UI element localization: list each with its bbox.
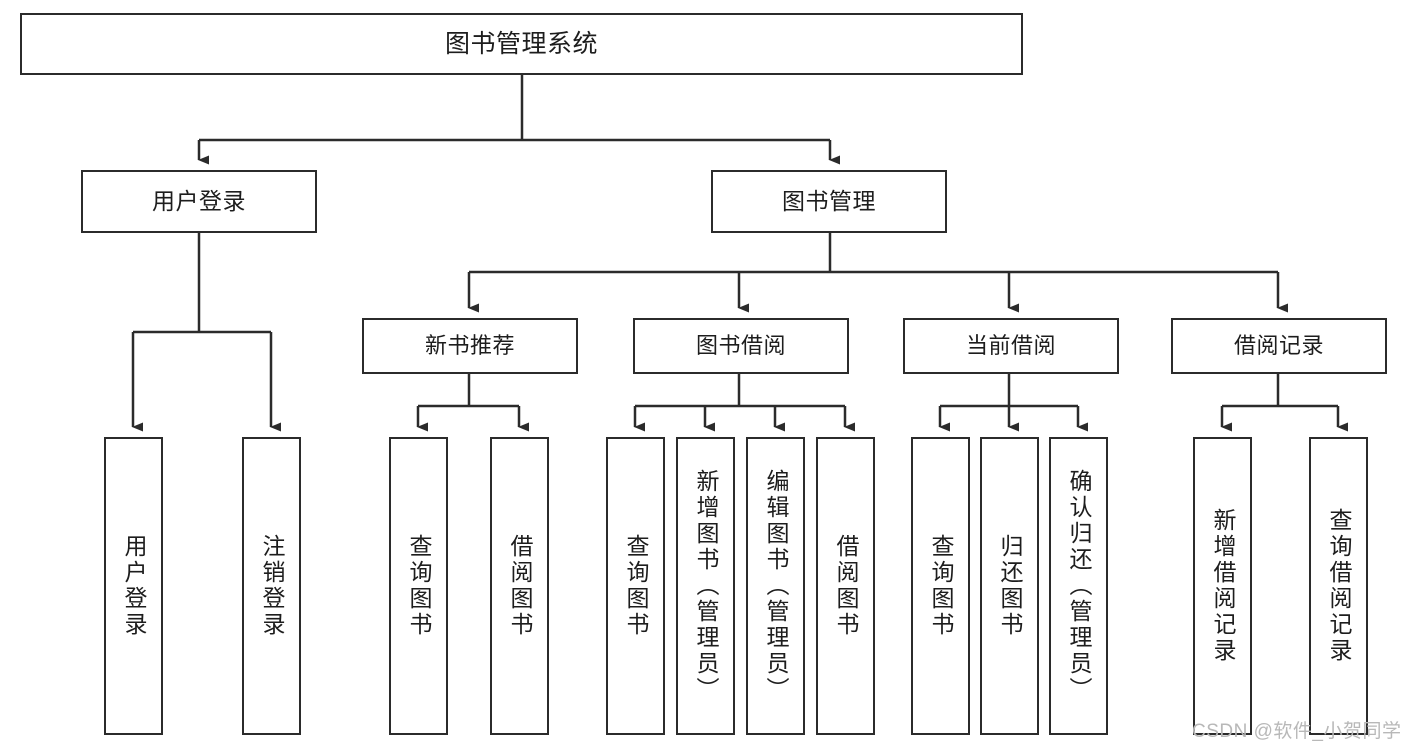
leaf-book-borrow-borrow-book[interactable]: 借阅图书 [816, 437, 875, 735]
node-label: 注销登录 [259, 534, 285, 638]
node-user-login[interactable]: 用户登录 [81, 170, 317, 233]
node-label: 查询图书 [928, 534, 954, 638]
node-label: 借阅记录 [1233, 333, 1324, 358]
node-label: 图书借阅 [695, 333, 786, 358]
leaf-new-book-borrow-book[interactable]: 借阅图书 [490, 437, 549, 735]
node-label: 图书管理 [782, 188, 876, 214]
leaf-current-borrow-query-book[interactable]: 查询图书 [911, 437, 970, 735]
node-label: 查询图书 [406, 534, 432, 638]
leaf-user-login-login[interactable]: 用户登录 [104, 437, 163, 735]
node-label: 当前借阅 [965, 333, 1056, 358]
leaf-current-borrow-confirm-return-admin[interactable]: 确认归还（管理员） [1049, 437, 1108, 735]
leaf-borrow-record-query-record[interactable]: 查询借阅记录 [1309, 437, 1368, 735]
node-label: 归还图书 [997, 534, 1023, 638]
node-label: 借阅图书 [833, 534, 859, 638]
node-label: 编辑图书（管理员） [763, 469, 789, 703]
leaf-book-borrow-query-book[interactable]: 查询图书 [606, 437, 665, 735]
leaf-new-book-query-book[interactable]: 查询图书 [389, 437, 448, 735]
node-label: 新增借阅记录 [1210, 508, 1236, 664]
node-label: 新增图书（管理员） [693, 469, 719, 703]
node-label: 确认归还（管理员） [1066, 469, 1092, 703]
node-current-borrowing[interactable]: 当前借阅 [903, 318, 1119, 374]
leaf-current-borrow-return-book[interactable]: 归还图书 [980, 437, 1039, 735]
node-book-borrowing[interactable]: 图书借阅 [633, 318, 849, 374]
node-label: 用户登录 [121, 534, 147, 638]
node-label: 图书管理系统 [444, 29, 598, 58]
leaf-user-login-logout[interactable]: 注销登录 [242, 437, 301, 735]
node-label: 查询图书 [623, 534, 649, 638]
node-root-book-management-system[interactable]: 图书管理系统 [20, 13, 1023, 75]
node-label: 借阅图书 [507, 534, 533, 638]
node-label: 新书推荐 [424, 333, 515, 358]
node-new-book-recommendation[interactable]: 新书推荐 [362, 318, 578, 374]
node-label: 用户登录 [152, 188, 246, 214]
node-borrowing-record[interactable]: 借阅记录 [1171, 318, 1387, 374]
leaf-book-borrow-add-book-admin[interactable]: 新增图书（管理员） [676, 437, 735, 735]
node-book-management[interactable]: 图书管理 [711, 170, 947, 233]
node-label: 查询借阅记录 [1326, 508, 1352, 664]
leaf-book-borrow-edit-book-admin[interactable]: 编辑图书（管理员） [746, 437, 805, 735]
leaf-borrow-record-add-record[interactable]: 新增借阅记录 [1193, 437, 1252, 735]
